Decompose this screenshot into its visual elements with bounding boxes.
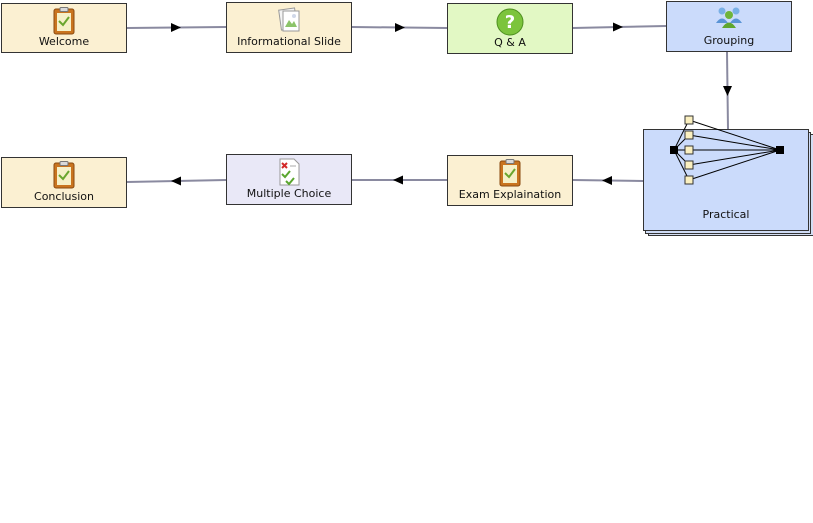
node-label: Grouping — [703, 34, 755, 47]
node-label: Informational Slide — [237, 35, 341, 48]
informational-slide-node[interactable]: Informational Slide — [226, 2, 352, 53]
multiple-choice-icon — [279, 158, 300, 186]
conclusion-node[interactable]: Conclusion — [1, 157, 127, 208]
grouping-node[interactable]: Grouping — [666, 1, 792, 52]
arrowhead — [171, 23, 181, 32]
qa-node[interactable]: ? Q & A — [447, 3, 573, 54]
image-slide-icon — [278, 7, 300, 32]
arrowhead — [723, 86, 732, 96]
multiple-choice-node[interactable]: Multiple Choice — [226, 154, 352, 205]
node-label: Conclusion — [34, 190, 94, 203]
question-icon: ? — [496, 8, 524, 36]
exam-explaination-node[interactable]: Exam Explaination — [447, 155, 573, 206]
arrowhead — [393, 175, 403, 185]
arrowhead — [395, 23, 405, 32]
clipboard-icon — [53, 7, 75, 35]
svg-text:?: ? — [505, 12, 515, 33]
node-label: Welcome — [38, 35, 90, 48]
welcome-node[interactable]: Welcome — [1, 3, 127, 53]
branching-icon — [670, 115, 784, 185]
clipboard-icon — [499, 159, 521, 187]
node-label: Multiple Choice — [246, 187, 332, 200]
arrowhead — [602, 176, 612, 185]
people-group-icon — [716, 7, 742, 28]
arrowhead — [613, 22, 623, 32]
clipboard-icon — [53, 161, 75, 189]
arrowhead — [171, 176, 181, 186]
node-label: Q & A — [494, 36, 526, 49]
practical-node[interactable]: Practical — [643, 115, 809, 231]
node-label: Exam Explaination — [458, 188, 562, 201]
node-label: Practical — [702, 208, 750, 221]
